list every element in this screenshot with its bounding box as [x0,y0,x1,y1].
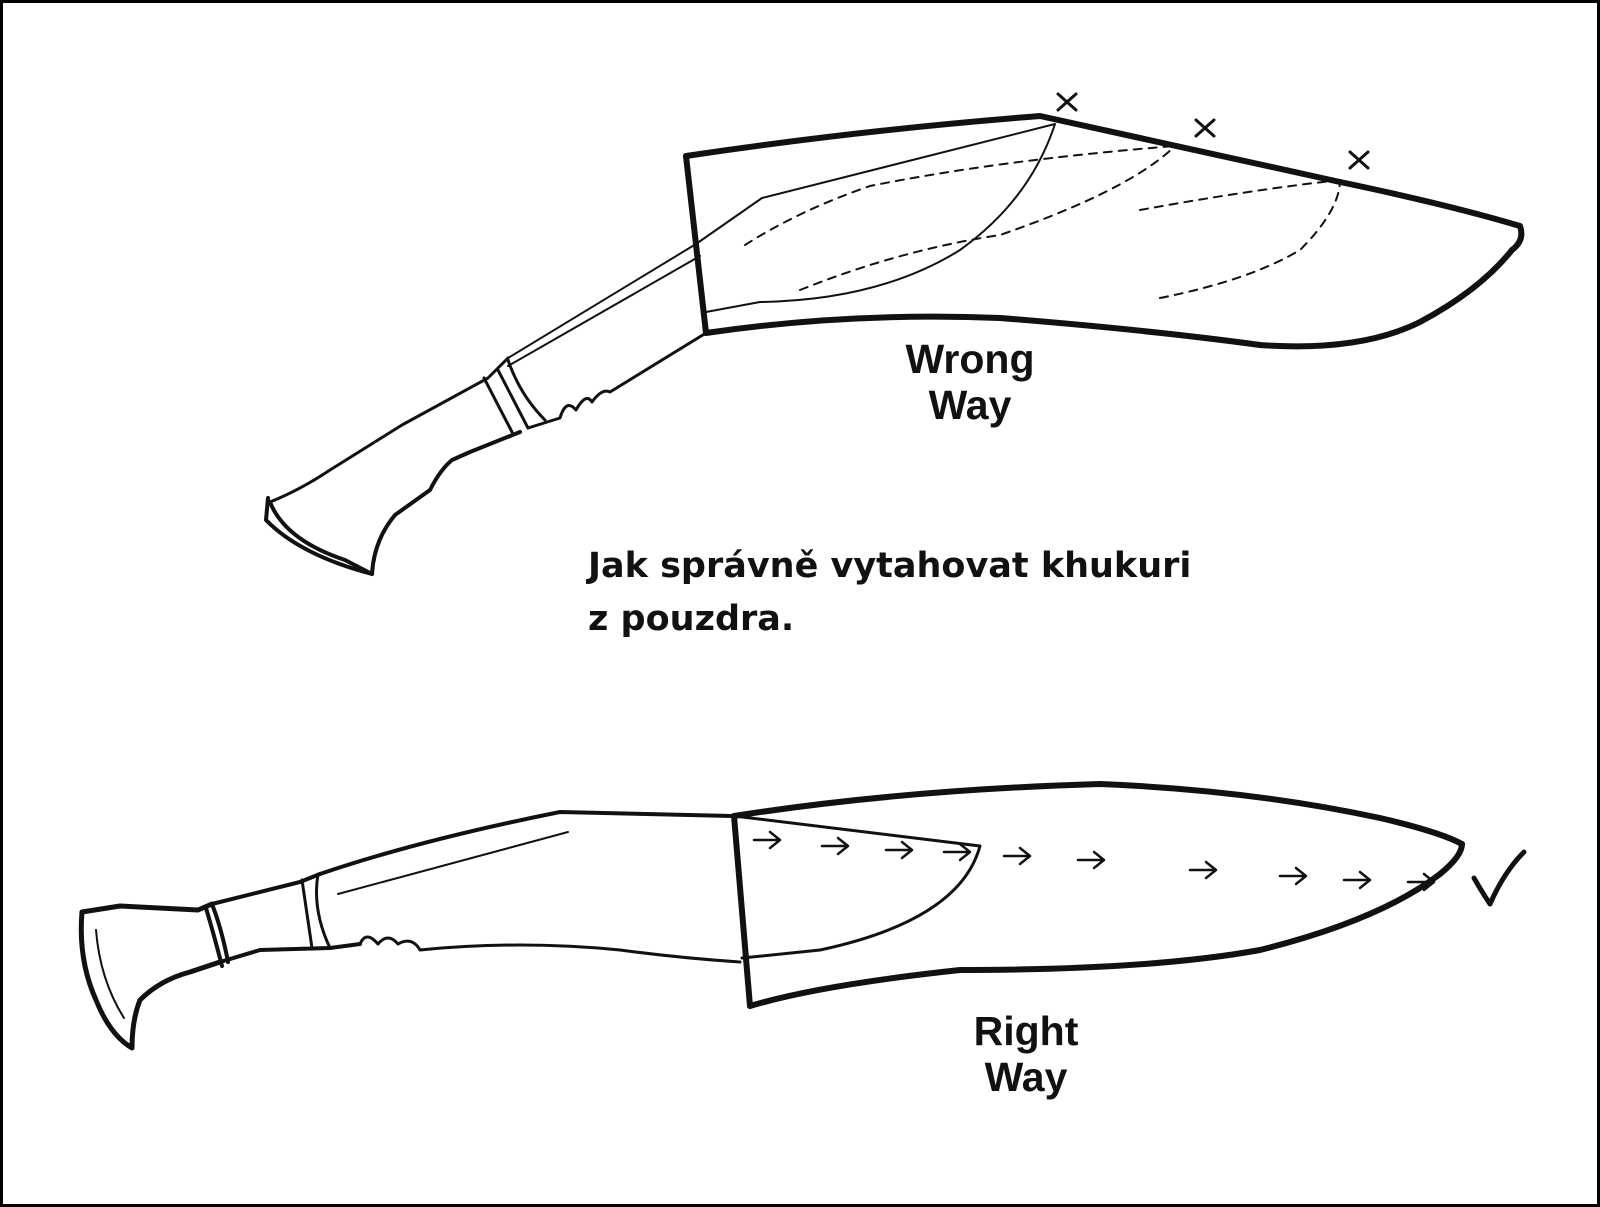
right-grip-ring [204,902,230,968]
right-way-line2: Way [984,1054,1068,1101]
wrong-dashed-path-2 [799,145,1176,291]
wrong-way-line1: Wrong [905,336,1035,382]
right-grip-top [210,872,322,906]
arrow-10 [1406,872,1436,892]
arrow-2 [820,836,850,856]
wrong-way-line2: Way [928,382,1012,429]
right-grip-bottom [218,942,362,964]
wrong-x-mark-1 [1056,92,1078,112]
caption-line1: Jak správně vytahovat khukuri [588,546,1192,586]
wrong-x-mark-3 [1348,150,1370,170]
arrow-4 [942,842,972,862]
right-blade-edge [358,935,742,964]
right-sheath-mouth [731,813,753,1009]
right-sheath-top [731,781,1465,847]
arrow-7 [1188,860,1218,880]
right-pommel-top [79,901,215,915]
arrow-1 [752,830,782,850]
wrong-way-illustration [264,92,1525,576]
right-check-mark [1471,849,1527,907]
right-arrows [752,830,1436,892]
wrong-dashed-path-1 [744,145,1176,246]
right-way-label: Right Way [926,1008,1126,1101]
wrong-handle-lower [268,430,522,576]
diagram-caption: Jak správně vytahovat khukuri z pouzdra. [588,540,1288,645]
arrow-5 [1002,846,1032,866]
wrong-way-label: Wrong Way [860,336,1080,429]
right-blade-fuller [337,831,569,895]
right-way-line1: Right [973,1008,1079,1054]
wrong-sheath-top [683,113,1525,253]
right-blade-spine [318,810,734,876]
arrow-6 [1076,850,1106,870]
caption-line2: z pouzdra. [588,598,795,639]
wrong-sheath-bottom [703,247,1515,350]
wrong-pommel [264,496,374,576]
right-bolster [300,872,332,950]
right-pommel-inner [95,929,125,1019]
wrong-blade-spine [507,243,701,367]
wrong-x-mark-2 [1194,118,1216,138]
arrow-3 [884,840,914,860]
wrong-blade-inside [695,123,1056,313]
wrong-blade-edge [526,331,708,430]
right-pommel [78,909,223,1051]
right-way-illustration [78,781,1527,1051]
wrong-dashed-path-3 [1139,179,1341,211]
wrong-bolster [482,358,547,434]
arrow-8 [1278,866,1308,886]
wrong-dashed-path-4 [1159,179,1341,299]
right-blade-inside [732,814,982,960]
right-sheath-bottom [747,841,1465,1009]
wrong-handle-outline [268,356,510,504]
arrow-9 [1342,870,1372,890]
